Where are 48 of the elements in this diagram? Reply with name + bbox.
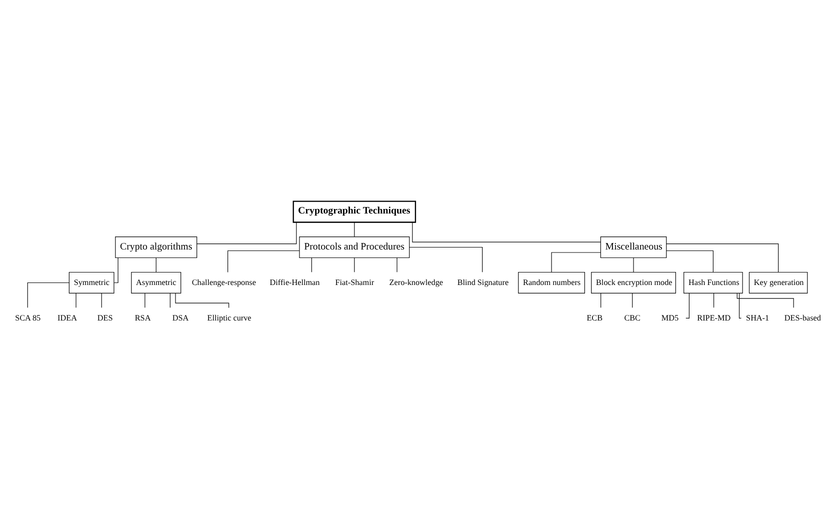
node-box: Random numbers: [518, 272, 585, 294]
connector: [354, 222, 355, 237]
node-text: Diffie-Hellman: [270, 278, 320, 287]
connector: [114, 258, 118, 284]
node-box: Asymmetric: [131, 272, 182, 294]
connector: [666, 243, 779, 272]
node-box: Cryptographic Techniques: [292, 200, 416, 223]
connector: [713, 293, 714, 308]
connector: [27, 282, 70, 308]
node-box: Miscellaneous: [600, 236, 667, 258]
node-text: Elliptic curve: [207, 313, 252, 322]
connector: [686, 293, 690, 318]
node-text: IDEA: [58, 313, 77, 322]
node-text: MD5: [661, 313, 679, 322]
node-box: Crypto algorithms: [115, 236, 198, 258]
node-box: Symmetric: [68, 272, 114, 294]
node-text: SHA-1: [746, 313, 770, 322]
node-text: RSA: [134, 313, 151, 322]
connector: [354, 258, 355, 272]
node-box: Key generation: [748, 272, 808, 294]
connector: [228, 250, 300, 273]
connector: [311, 258, 312, 272]
node-text: CBC: [624, 313, 640, 322]
node-box: Block encryption mode: [591, 272, 676, 294]
connector: [101, 293, 102, 308]
connector: [144, 293, 146, 308]
connector: [738, 293, 742, 318]
connector: [666, 250, 714, 273]
connector: [412, 222, 601, 242]
node-text: SCA 85: [15, 313, 41, 322]
node-box: Protocols and Procedures: [299, 236, 410, 258]
node-box: Hash Functions: [684, 272, 743, 294]
node-text: Fiat-Shamir: [335, 278, 374, 287]
connector: [409, 246, 483, 272]
node-text: Challenge-response: [192, 278, 256, 287]
connector: [633, 258, 634, 272]
node-text: Blind Signature: [457, 278, 509, 287]
connector: [600, 293, 602, 308]
connector: [551, 252, 601, 272]
connector: [396, 258, 398, 272]
node-text: ECB: [586, 313, 603, 322]
connector: [632, 293, 633, 308]
node-text: DES: [97, 313, 113, 322]
node-text: Zero-knowledge: [389, 278, 443, 287]
node-text: RIPE-MD: [697, 313, 731, 322]
node-text: DSA: [172, 313, 189, 322]
connector: [196, 222, 297, 244]
node-text: DES-based: [784, 313, 821, 322]
